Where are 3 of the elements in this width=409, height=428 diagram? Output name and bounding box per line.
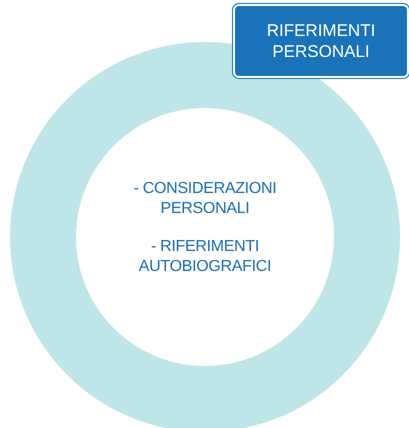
title-tab: RIFERIMENTI PERSONALI [233,4,409,78]
bullet-text: - CONSIDERAZIONI PERSONALI [132,179,278,219]
bullet-text: - RIFERIMENTI AUTOBIOGRAFICI [138,237,272,277]
